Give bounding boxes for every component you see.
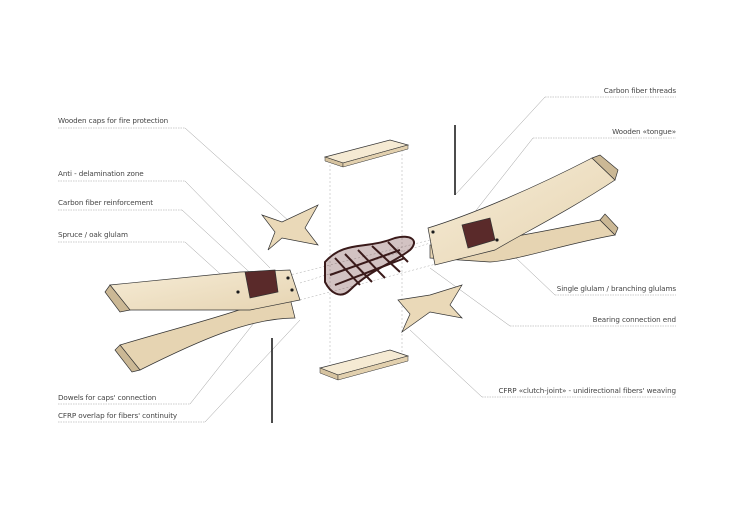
label-bearing-connection-end: Bearing connection end xyxy=(592,315,676,324)
right-tongue-piece xyxy=(397,284,463,334)
left-glulam-beam xyxy=(104,269,301,373)
cfrp-clutch-joint xyxy=(324,235,415,296)
label-wooden-caps: Wooden caps for fire protection xyxy=(58,116,169,125)
label-spruce-oak-glulam: Spruce / oak glulam xyxy=(58,230,128,239)
label-cfrp-overlap: CFRP overlap for fibers' continuity xyxy=(58,411,178,420)
label-single-branching-glulams: Single glulam / branching glulams xyxy=(556,284,676,293)
left-tongue-piece xyxy=(261,204,319,251)
bottom-wooden-cap xyxy=(318,349,410,381)
label-wooden-tongue: Wooden «tongue» xyxy=(612,127,676,136)
label-carbon-fiber-reinforcement: Carbon fiber reinforcement xyxy=(58,198,153,207)
label-cfrp-clutch-joint: CFRP «clutch-joint» - unidirectional fib… xyxy=(498,386,676,395)
right-glulam-beam xyxy=(427,154,619,266)
label-carbon-fiber-threads: Carbon fiber threads xyxy=(603,86,676,95)
top-wooden-cap xyxy=(323,139,410,168)
label-dowels: Dowels for caps' connection xyxy=(58,393,157,402)
label-anti-delamination: Anti - delamination zone xyxy=(58,169,144,178)
